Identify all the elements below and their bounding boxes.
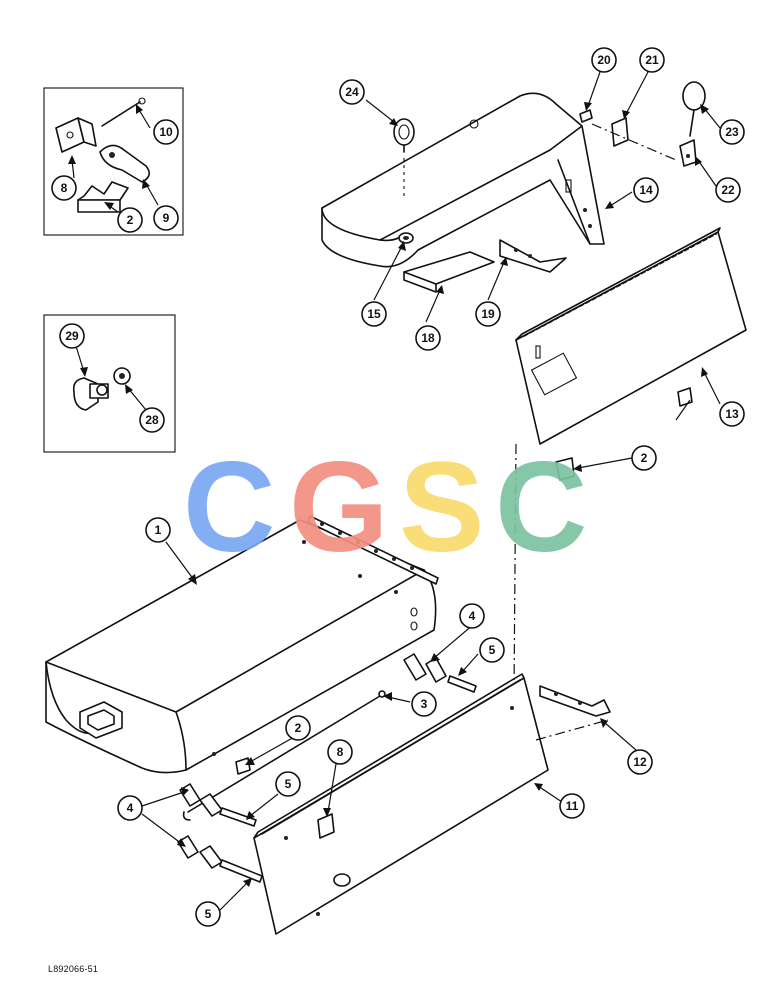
callout-5-middle: 5 xyxy=(275,771,301,797)
callout-15: 15 xyxy=(361,301,387,327)
svg-text:4: 4 xyxy=(469,609,476,623)
svg-text:8: 8 xyxy=(337,745,344,759)
callout-leaders xyxy=(141,71,721,911)
clip-part xyxy=(579,109,593,123)
callout-22: 22 xyxy=(715,177,741,203)
svg-text:24: 24 xyxy=(345,85,359,99)
inset-lock-detail xyxy=(43,314,176,453)
inset-frame-2 xyxy=(43,314,176,453)
svg-text:19: 19 xyxy=(481,307,495,321)
latch-clip-part xyxy=(555,457,575,481)
svg-text:3: 3 xyxy=(421,697,428,711)
svg-text:4: 4 xyxy=(127,801,134,815)
callout-3: 3 xyxy=(411,691,437,717)
angle-bracket-part xyxy=(499,239,567,273)
latch-part xyxy=(99,144,150,183)
svg-text:5: 5 xyxy=(285,777,292,791)
light-bracket-part xyxy=(679,139,697,167)
callout-13: 13 xyxy=(719,401,745,427)
callout-5-upper: 5 xyxy=(479,637,505,663)
callout-5-lower: 5 xyxy=(195,901,221,927)
keeper-part xyxy=(77,181,129,201)
callout-29: 29 xyxy=(59,323,85,349)
svg-text:1: 1 xyxy=(155,523,162,537)
callout-24: 24 xyxy=(339,79,365,105)
hardware-parts xyxy=(177,653,477,883)
inset-frame-1 xyxy=(43,87,184,236)
svg-text:13: 13 xyxy=(725,407,739,421)
main-housing-part xyxy=(45,519,437,774)
svg-text:28: 28 xyxy=(145,413,159,427)
svg-text:15: 15 xyxy=(367,307,381,321)
callout-19: 19 xyxy=(475,301,501,327)
svg-text:5: 5 xyxy=(205,907,212,921)
callout-23: 23 xyxy=(719,119,745,145)
callout-4-lower: 4 xyxy=(117,795,143,821)
callout-2-inset: 2 xyxy=(117,207,143,233)
svg-text:2: 2 xyxy=(127,213,134,227)
callout-1: 1 xyxy=(145,517,171,543)
svg-text:23: 23 xyxy=(725,125,739,139)
pin-part xyxy=(447,675,477,693)
svg-text:9: 9 xyxy=(163,211,170,225)
housing-clip-part xyxy=(235,757,251,775)
callout-20: 20 xyxy=(591,47,617,73)
callout-2-panel: 2 xyxy=(631,445,657,471)
svg-text:22: 22 xyxy=(721,183,735,197)
door-assembly xyxy=(253,673,611,935)
hinge-knuckles xyxy=(320,522,414,570)
inset-latch-detail xyxy=(43,87,184,236)
main-housing-assembly xyxy=(45,515,439,774)
side-panel-assembly xyxy=(513,227,747,691)
svg-text:29: 29 xyxy=(65,329,79,343)
svg-text:21: 21 xyxy=(645,53,659,67)
handle-recess xyxy=(79,701,123,739)
svg-text:20: 20 xyxy=(597,53,611,67)
callout-14: 14 xyxy=(633,177,659,203)
callout-2-housing: 2 xyxy=(285,715,311,741)
callout-9: 9 xyxy=(153,205,179,231)
svg-text:11: 11 xyxy=(566,799,579,813)
knob-part xyxy=(393,118,415,146)
callout-18: 18 xyxy=(415,325,441,351)
tab-part xyxy=(611,117,629,147)
callout-4-upper: 4 xyxy=(459,603,485,629)
upper-cover-assembly xyxy=(321,81,706,293)
callout-12: 12 xyxy=(627,749,653,775)
callout-21: 21 xyxy=(639,47,665,73)
door-bracket-part xyxy=(539,685,611,717)
svg-text:2: 2 xyxy=(295,721,302,735)
svg-text:12: 12 xyxy=(633,755,647,769)
spacer-part xyxy=(403,653,427,681)
callout-11: 11 xyxy=(559,793,585,819)
svg-text:18: 18 xyxy=(421,331,435,345)
plate-part xyxy=(403,251,495,285)
hinge-clip-part xyxy=(677,387,693,407)
svg-text:8: 8 xyxy=(61,181,68,195)
callout-10: 10 xyxy=(153,119,179,145)
rod-part xyxy=(378,690,386,698)
callout-8-door: 8 xyxy=(327,739,353,765)
svg-text:5: 5 xyxy=(489,643,496,657)
upper-hood-part xyxy=(321,92,605,268)
svg-text:14: 14 xyxy=(639,183,653,197)
svg-text:10: 10 xyxy=(159,125,173,139)
drawing-id-label: L892066-51 xyxy=(48,964,99,974)
callout-28: 28 xyxy=(139,407,165,433)
svg-text:2: 2 xyxy=(641,451,648,465)
callout-8-inset: 8 xyxy=(51,175,77,201)
